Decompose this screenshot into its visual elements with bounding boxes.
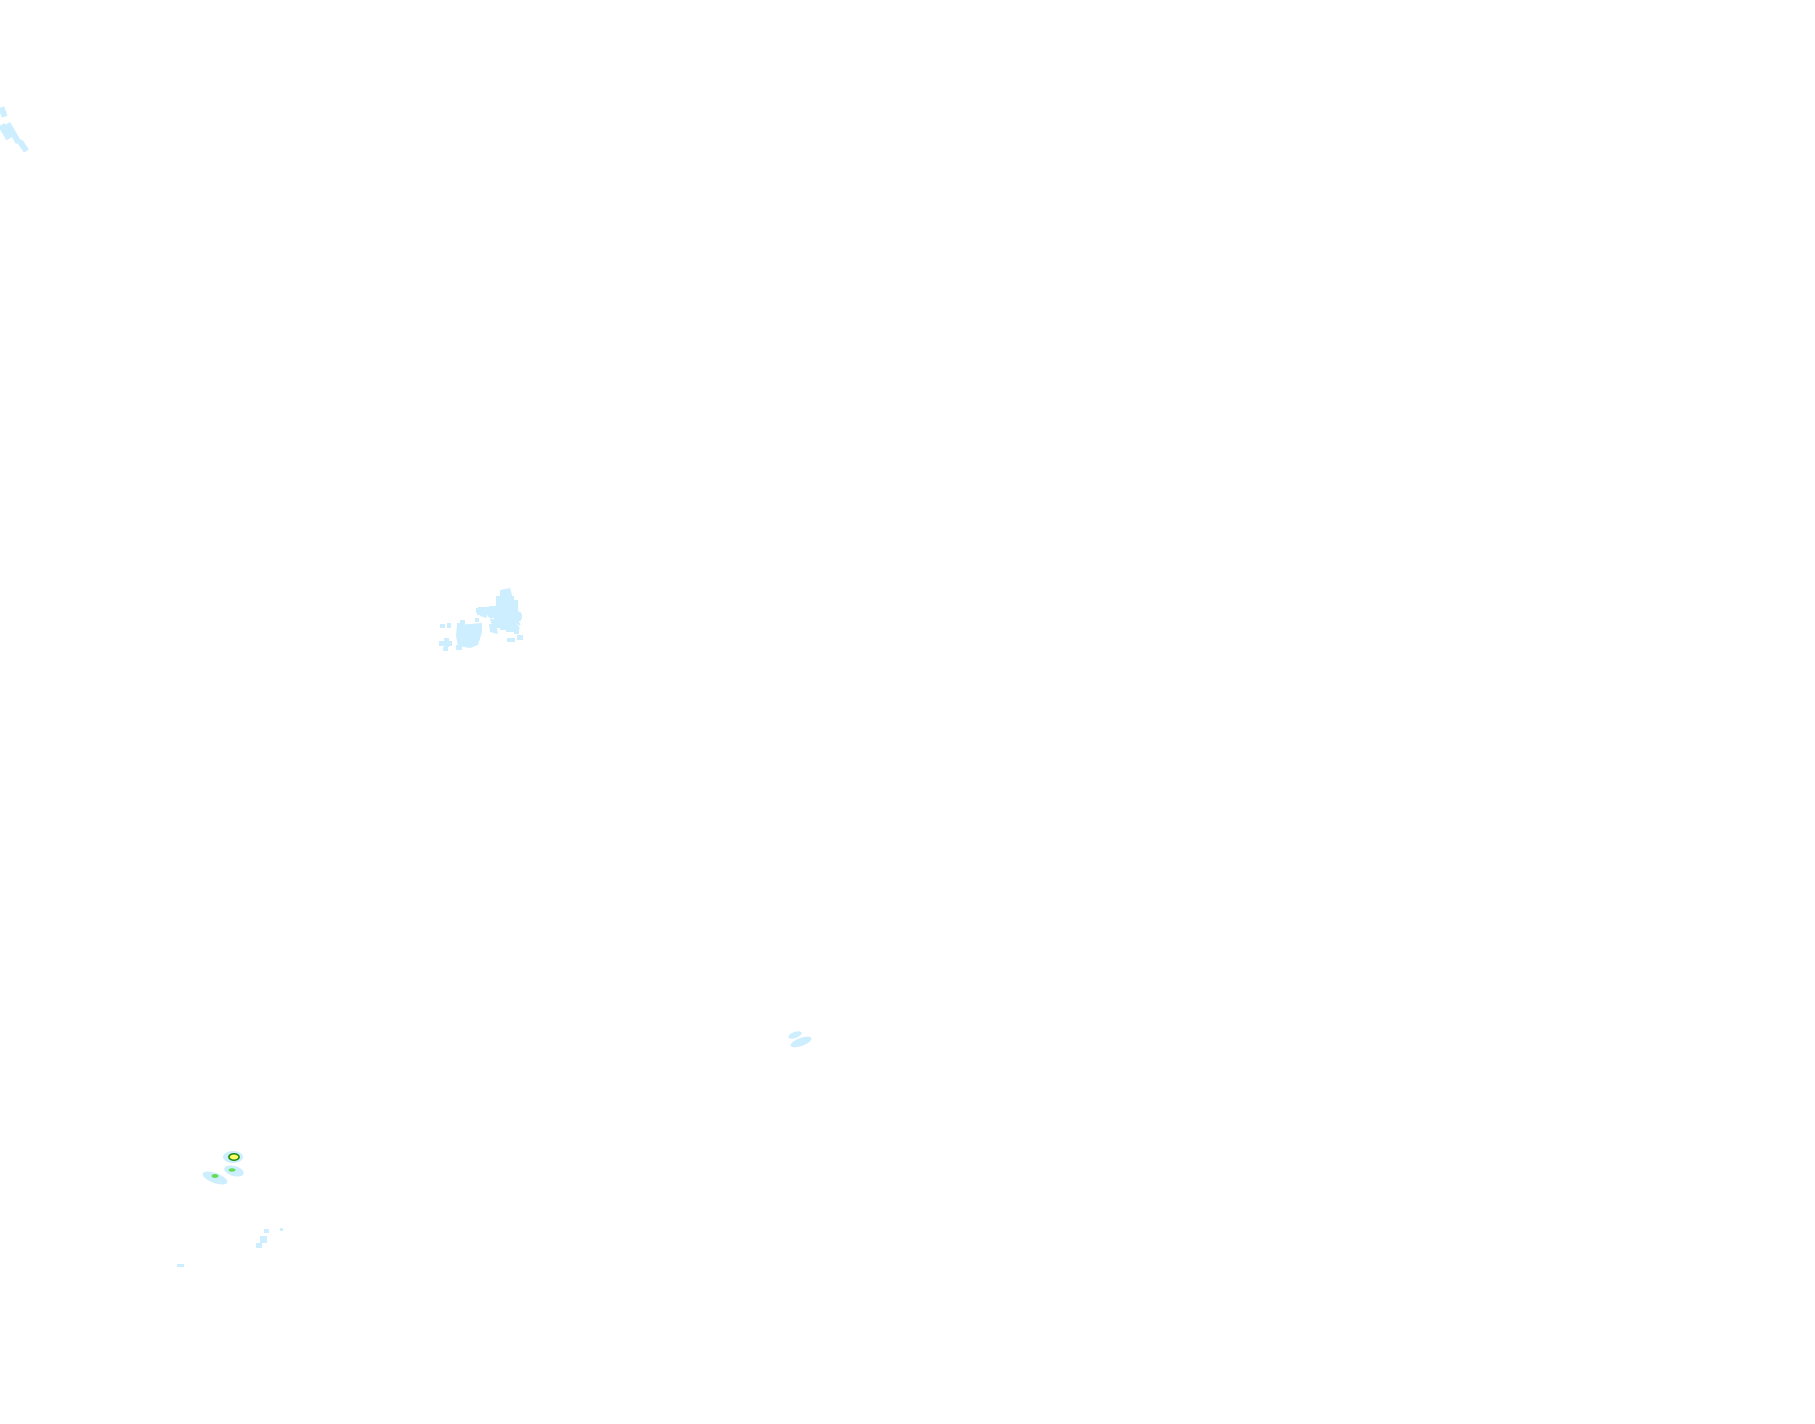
echo-cluster-central [439,588,523,651]
echo-cluster-south [177,1228,283,1267]
storm-cells-southwest [202,1151,244,1185]
echo-cluster-northwest [0,106,29,153]
echo-cluster-east [788,1031,812,1048]
